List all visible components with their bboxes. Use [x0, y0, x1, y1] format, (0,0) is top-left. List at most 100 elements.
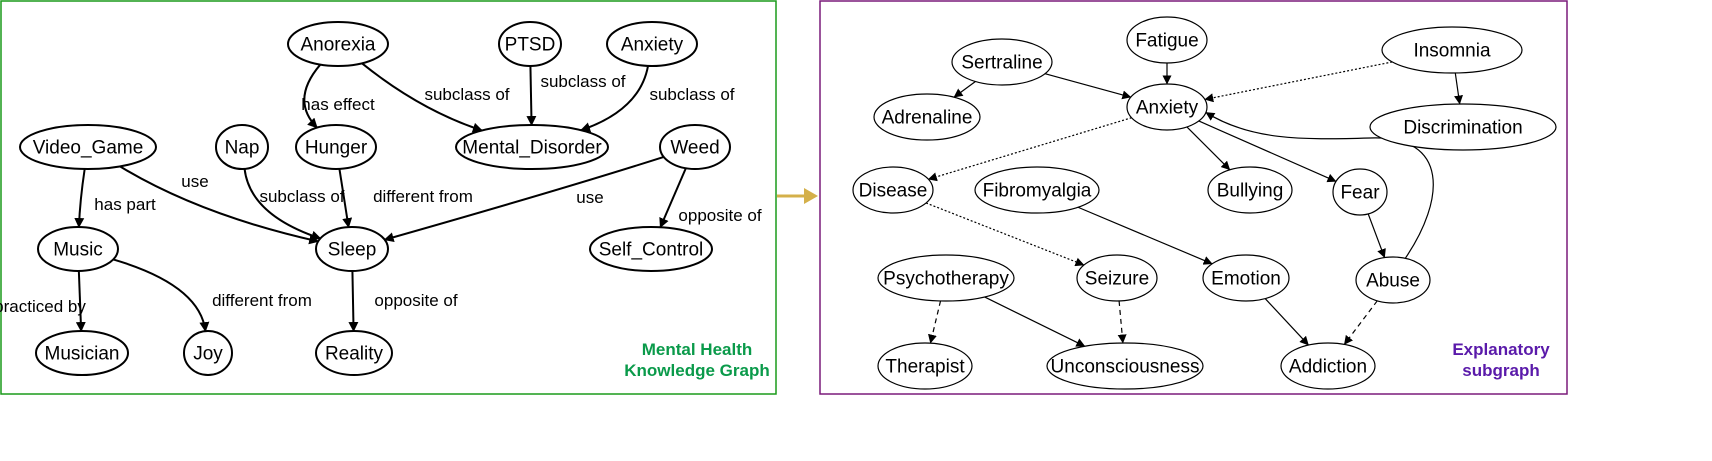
node-label: Anxiety	[1136, 98, 1199, 119]
node-label: Insomnia	[1413, 41, 1491, 62]
edge-weed-to-sleep	[383, 155, 665, 243]
node-label: Seizure	[1085, 269, 1149, 290]
node-label: Emotion	[1211, 269, 1281, 290]
node-label: Abuse	[1366, 271, 1420, 292]
node-hunger: Hunger	[295, 124, 377, 170]
edge-disease-to-seizure	[925, 202, 1085, 267]
node-discrimination: Discrimination	[1369, 103, 1557, 151]
edge-label: subclass of	[649, 85, 734, 104]
node-sertraline: Sertraline	[951, 38, 1053, 86]
node-label: Weed	[670, 138, 719, 159]
transition-arrow-icon	[777, 188, 818, 204]
node-abuse: Abuse	[1355, 256, 1431, 304]
node-fatigue: Fatigue	[1126, 16, 1208, 64]
node-mental-disorder: Mental_Disorder	[455, 124, 609, 170]
edge-label: different from	[212, 291, 312, 310]
edge-anorexia-to-mental_disorder	[361, 62, 483, 133]
edge-label: has part	[94, 195, 156, 214]
edge-video_game-to-sleep	[119, 165, 320, 245]
edge-anxiety-to-disease	[927, 117, 1132, 182]
edge-ptsd-to-mental_disorder	[526, 65, 537, 126]
node-bullying: Bullying	[1207, 166, 1293, 214]
node-label: Sleep	[328, 240, 377, 261]
node-label: Anorexia	[301, 35, 376, 56]
node-label: Addiction	[1289, 357, 1367, 378]
node-seizure: Seizure	[1076, 254, 1158, 302]
node-psychotherapy: Psychotherapy	[877, 254, 1015, 302]
node-label: Mental_Disorder	[462, 138, 602, 159]
edge-insomnia-to-discrimination	[1454, 72, 1463, 105]
edge-label: different from	[373, 187, 473, 206]
node-disease: Disease	[852, 166, 934, 214]
node-video-game: Video_Game	[19, 124, 157, 170]
edge-label: opposite of	[374, 291, 457, 310]
node-fear: Fear	[1332, 168, 1388, 216]
edge-seizure-to-unconsciousness	[1117, 300, 1127, 344]
node-label: Hunger	[305, 138, 368, 159]
node-emotion: Emotion	[1202, 254, 1290, 302]
edge-weed-to-self_control	[659, 167, 687, 229]
edge-sertraline-to-anxiety	[1044, 73, 1132, 100]
edge-label: has effect	[301, 95, 375, 114]
edge-label: subclass of	[540, 72, 625, 91]
node-fibromyalgia: Fibromyalgia	[974, 166, 1100, 214]
node-unconsciousness: Unconsciousness	[1046, 342, 1204, 390]
node-nap: Nap	[215, 124, 269, 170]
edge-label: subclass of	[259, 187, 344, 206]
edge-abuse-to-addiction	[1343, 300, 1378, 345]
edge-label: use	[181, 172, 208, 191]
node-self-control: Self_Control	[589, 226, 713, 272]
node-anxiety: Anxiety	[1126, 83, 1208, 131]
edge-label: subclass of	[424, 85, 509, 104]
edge-nap-to-sleep	[243, 168, 322, 241]
node-reality: Reality	[315, 330, 393, 376]
node-label: Musician	[45, 344, 120, 365]
node-label: PTSD	[505, 35, 556, 56]
edge-psychotherapy-to-therapist	[928, 300, 942, 344]
node-label: Bullying	[1217, 181, 1284, 202]
node-label: Therapist	[885, 357, 965, 378]
edge-emotion-to-addiction	[1264, 298, 1309, 346]
node-label: Fibromyalgia	[983, 181, 1092, 202]
node-label: Adrenaline	[882, 108, 973, 129]
node-label: Fatigue	[1135, 31, 1198, 52]
right-caption-line2: subgraph	[1462, 361, 1539, 380]
edge-abuse-to-anxiety	[1205, 111, 1434, 259]
node-sleep: Sleep	[315, 226, 389, 272]
edge-fibromyalgia-to-emotion	[1077, 206, 1213, 265]
node-label: Discrimination	[1403, 118, 1522, 139]
right-caption-line1: Explanatory	[1452, 340, 1550, 359]
node-label: Disease	[859, 181, 928, 202]
node-anxiety: Anxiety	[606, 21, 698, 67]
edge-label: use	[576, 188, 603, 207]
edge-anxiety-to-bullying	[1186, 126, 1231, 171]
left-graph-edges: has effect subclass of subclass of subclass…	[0, 62, 762, 333]
edge-psychotherapy-to-unconsciousness	[984, 296, 1086, 347]
node-anorexia: Anorexia	[287, 21, 389, 67]
node-label: Reality	[325, 344, 384, 365]
node-insomnia: Insomnia	[1381, 26, 1523, 74]
edge-anxiety-to-fear	[1198, 120, 1337, 183]
node-ptsd: PTSD	[498, 21, 562, 67]
edge-hunger-to-sleep	[338, 168, 353, 229]
node-weed: Weed	[659, 124, 731, 170]
right-panel-border	[819, 0, 1568, 395]
node-label: Fear	[1340, 183, 1380, 204]
node-musician: Musician	[35, 330, 129, 376]
edge-music-to-musician	[75, 270, 86, 333]
edge-insomnia-to-anxiety	[1204, 61, 1393, 103]
node-label: Psychotherapy	[883, 269, 1009, 290]
left-panel-border	[0, 0, 777, 395]
edge-label: opposite of	[678, 206, 761, 225]
node-label: Self_Control	[599, 240, 704, 261]
node-music: Music	[37, 226, 119, 272]
edge-sertraline-to-adrenaline	[953, 81, 976, 98]
node-label: Sertraline	[961, 53, 1042, 74]
node-label: Joy	[193, 344, 223, 365]
node-therapist: Therapist	[877, 342, 973, 390]
edge-music-to-joy	[112, 258, 210, 333]
edge-sleep-to-reality	[348, 270, 359, 333]
node-adrenaline: Adrenaline	[873, 93, 981, 141]
